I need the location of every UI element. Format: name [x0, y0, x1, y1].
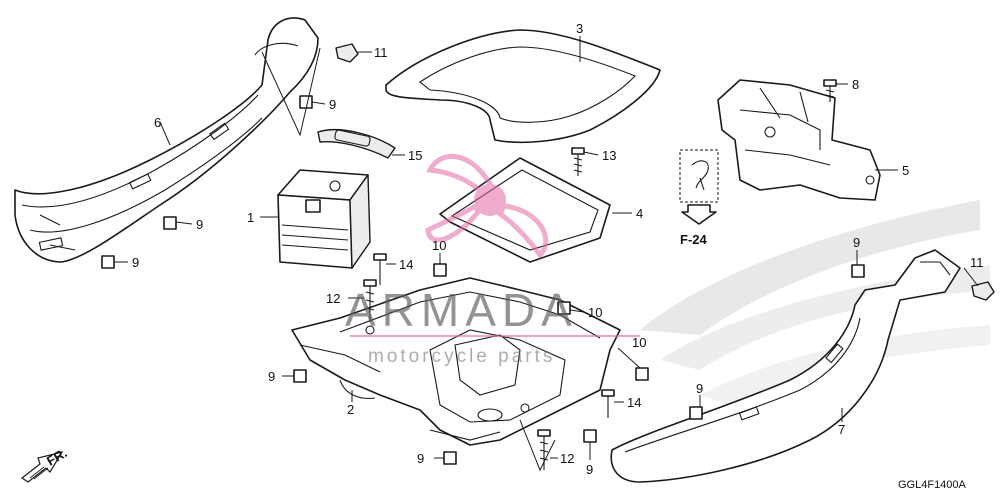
part-7-right-side-cover	[610, 249, 961, 483]
callout-5: 5	[902, 163, 909, 178]
callout-14: 14	[399, 257, 413, 272]
callout-8: 8	[852, 77, 859, 92]
part-5-bracket	[717, 79, 881, 201]
callout-9: 9	[696, 381, 703, 396]
callout-7: 7	[838, 422, 845, 437]
callout-3: 3	[576, 21, 583, 36]
callout-10: 10	[632, 335, 646, 350]
callout-12: 12	[326, 291, 340, 306]
part-3-seat-pad	[385, 29, 661, 144]
callout-15: 15	[408, 148, 422, 163]
callout-10: 10	[432, 238, 446, 253]
part-1-battery	[277, 169, 371, 269]
hardware	[101, 43, 995, 470]
reference-f24: F-24	[680, 232, 708, 247]
callout-1: 1	[247, 210, 254, 225]
callout-9: 9	[853, 235, 860, 250]
callout-11: 11	[970, 255, 984, 270]
armada-watermark: ARMADA motorcycle parts	[345, 153, 640, 367]
callout-9: 9	[586, 462, 593, 477]
callout-6: 6	[154, 115, 161, 130]
watermark-tagline: motorcycle parts	[368, 346, 555, 367]
leader-lines	[114, 36, 979, 472]
callout-9: 9	[196, 217, 203, 232]
callout-9: 9	[268, 369, 275, 384]
propeller-logo	[425, 153, 549, 259]
f24-reference-arrow	[681, 204, 717, 225]
callout-14: 14	[627, 395, 641, 410]
callouts: 11 3 8 9 6 15 13 5 1 9 4 9 10 14 9 11 12…	[132, 21, 984, 477]
diagram-code: GGL4F1400A	[898, 479, 967, 491]
callout-11: 11	[374, 45, 388, 60]
watermark-brand: ARMADA	[345, 284, 578, 336]
f24-clip-icon	[679, 149, 719, 203]
part-6-left-side-cover	[14, 17, 319, 263]
callout-12: 12	[560, 451, 574, 466]
callout-13: 13	[602, 148, 616, 163]
callout-4: 4	[636, 206, 643, 221]
callout-9: 9	[329, 97, 336, 112]
callout-10: 10	[588, 305, 602, 320]
callout-9: 9	[132, 255, 139, 270]
part-15-battery-band	[317, 129, 396, 159]
callout-2: 2	[347, 402, 354, 417]
callout-9: 9	[417, 451, 424, 466]
front-direction-arrow: FR.	[20, 445, 70, 483]
